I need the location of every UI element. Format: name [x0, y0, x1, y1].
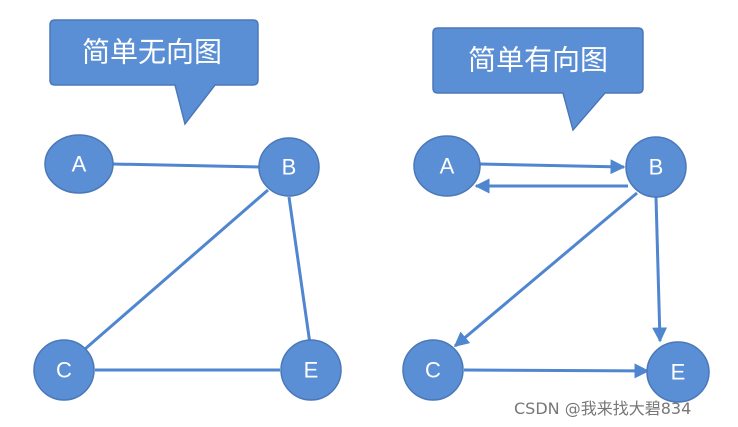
node-C: C	[33, 339, 95, 401]
node-A-label: A	[440, 154, 455, 179]
directed-title: 简单有向图	[468, 44, 608, 77]
node-E-label: E	[671, 360, 686, 385]
edge-B-to-C	[453, 191, 638, 348]
undirected-title: 简单无向图	[82, 36, 222, 69]
edge-C-to-E	[463, 363, 650, 379]
directed-graph: 简单有向图 A B C E	[402, 27, 710, 403]
undirected-graph: 简单无向图 A B C E	[33, 19, 342, 401]
node-C: C	[402, 339, 464, 401]
node-A: A	[413, 135, 481, 197]
node-B: B	[258, 137, 320, 197]
directed-title-callout: 简单有向图	[432, 27, 644, 132]
node-A: A	[44, 134, 114, 194]
node-C-label: C	[56, 358, 72, 383]
node-E-label: E	[304, 358, 319, 383]
edge-A-to-B	[479, 159, 626, 175]
node-B-label: B	[649, 155, 664, 180]
node-B-label: B	[282, 155, 297, 180]
edge-B-E	[287, 196, 312, 345]
node-A-label: A	[72, 152, 87, 177]
node-C-label: C	[425, 358, 441, 383]
edge-B-C	[84, 188, 269, 351]
undirected-title-callout: 简单无向图	[49, 19, 259, 126]
edge-B-to-E	[652, 196, 668, 343]
node-B: B	[625, 136, 687, 198]
edge-A-B	[111, 162, 261, 169]
node-E: E	[646, 341, 710, 403]
node-E: E	[280, 339, 342, 401]
watermark-text: CSDN @我来找大碧834	[514, 399, 691, 418]
